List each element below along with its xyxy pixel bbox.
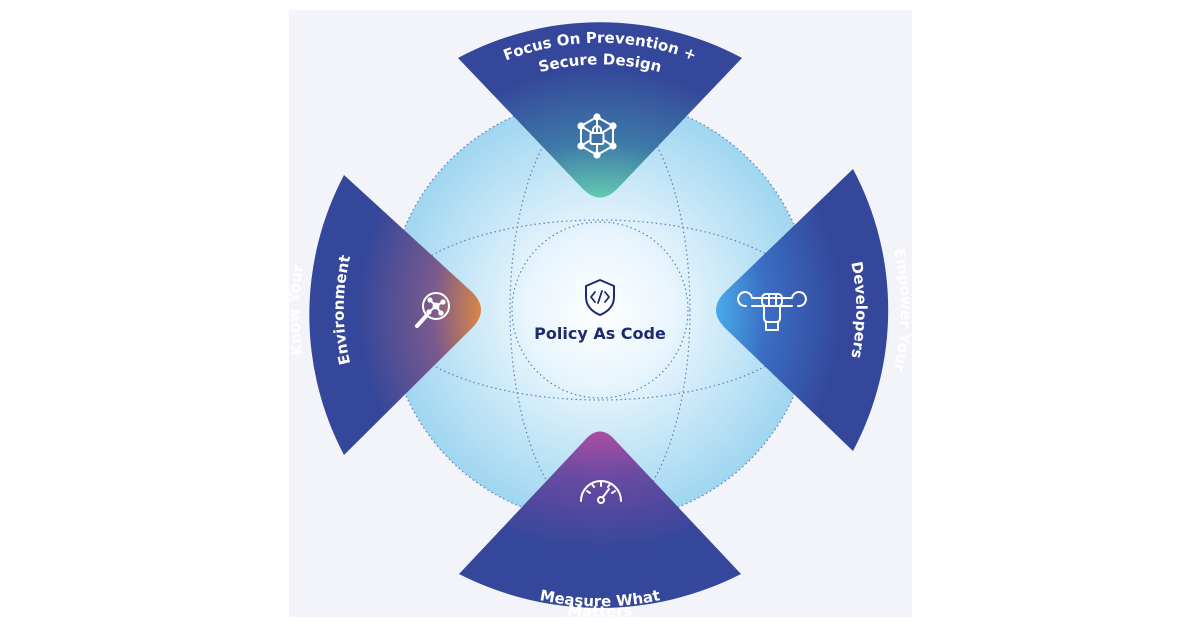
wrench-fist-icon (737, 291, 807, 331)
petal-bottom-line2: Matters (567, 601, 634, 621)
speedometer-icon (580, 480, 622, 504)
petal-left-shape (309, 175, 481, 455)
petal-top-shape (458, 22, 742, 198)
network-lock-icon (577, 113, 617, 159)
petal-right-shape (716, 169, 889, 451)
petal-bottom: Measure What Matters (459, 431, 741, 621)
petal-right-line1: Empower Your (890, 247, 915, 374)
svg-text:Empower Your: Empower Your (890, 247, 915, 374)
petal-left: Know Your Environment (285, 175, 481, 455)
code-shield-icon (585, 279, 615, 316)
magnifier-network-icon (415, 292, 450, 328)
vertical-dotted-ellipse (509, 97, 691, 523)
svg-text:Know Your: Know Your (285, 263, 307, 357)
center-hub: Policy As Code (534, 279, 666, 343)
main-circle (388, 98, 812, 522)
svg-text:Matters: Matters (567, 601, 634, 621)
inner-dotted-circle (511, 221, 689, 399)
center-label: Policy As Code (534, 324, 666, 343)
petal-top: Focus On Prevention + Secure Design (458, 22, 742, 198)
petal-bottom-shape (459, 431, 741, 608)
petal-left-line1: Know Your (285, 263, 307, 357)
